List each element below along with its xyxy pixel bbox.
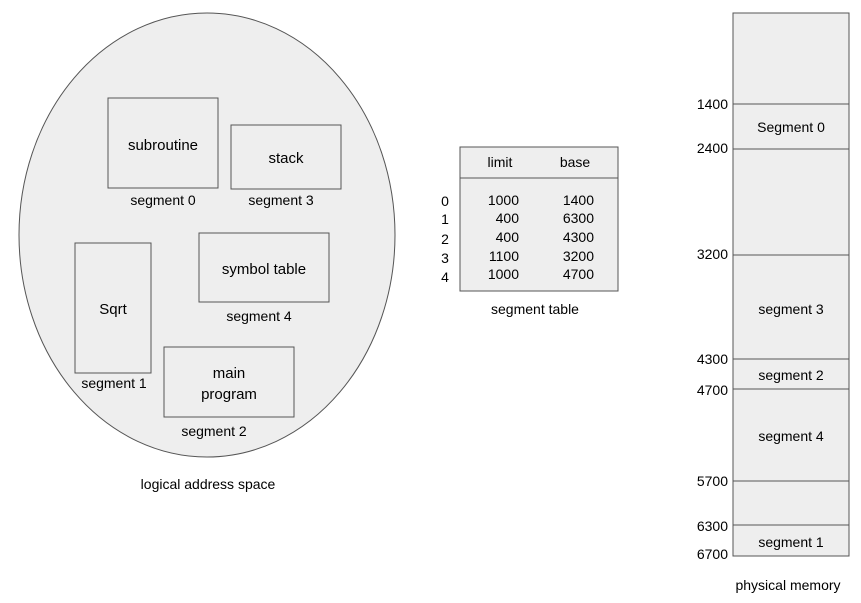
row-limit-1: 400 — [496, 210, 520, 226]
row-limit-0: 1000 — [488, 192, 519, 208]
row-index-3: 3 — [441, 250, 449, 266]
stack-segment-label: segment 3 — [248, 192, 314, 208]
phys-segment-1-label: segment 1 — [758, 534, 824, 550]
symbol-table-label: symbol table — [222, 261, 306, 278]
phys-segment-4-label: segment 4 — [758, 428, 824, 444]
address-6300: 6300 — [697, 518, 728, 534]
phys-segment-3-label: segment 3 — [758, 301, 824, 317]
row-base-1: 6300 — [563, 210, 594, 226]
row-base-2: 4300 — [563, 229, 594, 245]
address-4700: 4700 — [697, 382, 728, 398]
address-5700: 5700 — [697, 473, 728, 489]
sqrt-box — [74, 242, 152, 374]
address-2400: 2400 — [697, 140, 728, 156]
address-3200: 3200 — [697, 246, 728, 262]
segment-table-caption: segment table — [491, 301, 579, 317]
row-index-2: 2 — [441, 231, 449, 247]
address-4300: 4300 — [697, 351, 728, 367]
row-index-0: 0 — [441, 193, 449, 209]
main-program-label-line1: main — [213, 365, 246, 382]
limit-header: limit — [488, 154, 513, 170]
stack-label: stack — [268, 150, 304, 167]
row-limit-2: 400 — [496, 229, 520, 245]
row-index-1: 1 — [441, 211, 449, 227]
segment-table-box — [459, 146, 619, 292]
physical-memory: 1400 2400 3200 4300 4700 5700 6300 6700 … — [697, 12, 850, 593]
row-limit-4: 1000 — [488, 266, 519, 282]
main-program-label-line2: program — [201, 386, 257, 403]
segment-table: limit base 0 1000 1400 1 400 6300 2 400 … — [441, 146, 619, 317]
base-header: base — [560, 154, 591, 170]
subroutine-label: subroutine — [128, 137, 198, 154]
physical-memory-caption: physical memory — [735, 577, 840, 593]
physical-memory-column — [732, 12, 850, 557]
main-program-segment-label: segment 2 — [181, 423, 247, 439]
sqrt-segment-label: segment 1 — [81, 375, 147, 391]
phys-segment-0-label: Segment 0 — [757, 119, 825, 135]
stack-box — [230, 124, 342, 190]
row-base-0: 1400 — [563, 192, 594, 208]
row-base-4: 4700 — [563, 266, 594, 282]
subroutine-box — [107, 97, 219, 189]
sqrt-label: Sqrt — [99, 301, 127, 318]
address-6700: 6700 — [697, 546, 728, 562]
main-program-box — [163, 346, 295, 418]
logical-address-space-caption: logical address space — [141, 476, 276, 492]
symbol-table-box — [198, 232, 330, 303]
subroutine-segment-label: segment 0 — [130, 192, 196, 208]
row-limit-3: 1100 — [489, 248, 519, 264]
phys-segment-2-label: segment 2 — [758, 367, 824, 383]
logical-address-space: subroutine segment 0 stack segment 3 Sqr… — [18, 12, 396, 492]
address-1400: 1400 — [697, 96, 728, 112]
symbol-table-segment-label: segment 4 — [226, 308, 292, 324]
row-base-3: 3200 — [563, 248, 594, 264]
row-index-4: 4 — [441, 269, 449, 285]
